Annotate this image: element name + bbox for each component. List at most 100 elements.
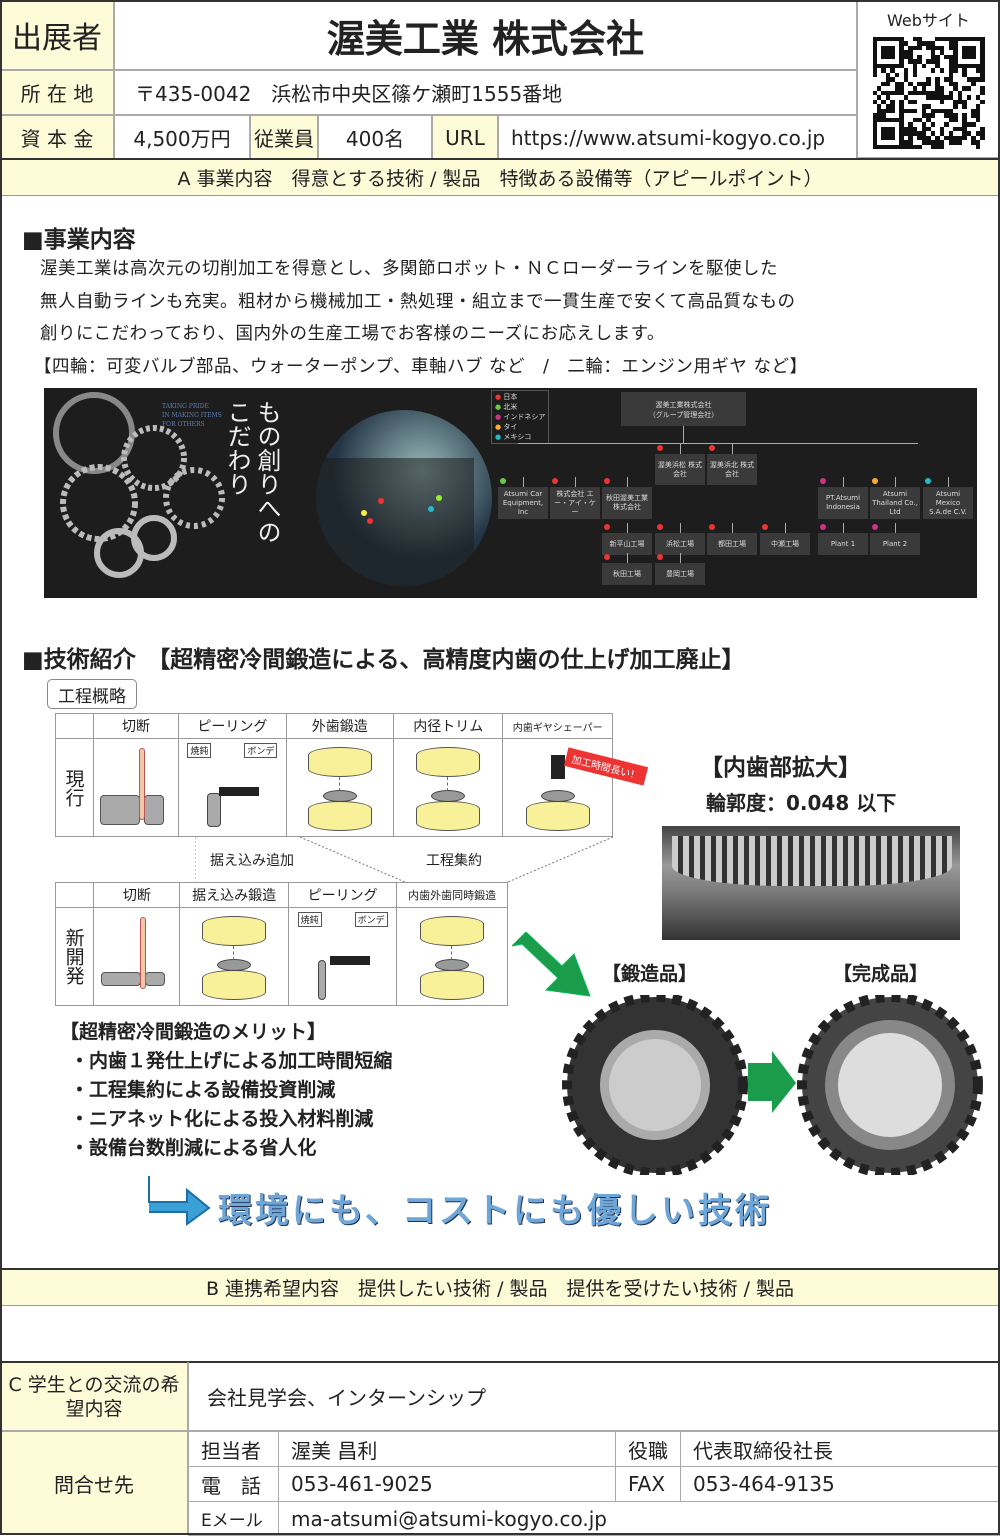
transition-lines	[195, 837, 614, 883]
url-link[interactable]: https://www.atsumi-kogyo.co.jp	[498, 115, 857, 160]
peeling-diagram: 焼鈍ボンデ	[297, 911, 388, 1002]
org-root-sub: （グループ管理会社）	[648, 411, 719, 419]
country-dot	[925, 478, 931, 484]
phone[interactable]: 053-461-9025	[278, 1466, 616, 1502]
step-header: 切断	[93, 882, 181, 908]
merit-item: ・設備台数削減による省人化	[70, 1137, 317, 1159]
org-box: 豊岡工場	[655, 563, 705, 585]
step-header: ピーリング	[178, 713, 287, 739]
org-box: Plant 2	[870, 533, 920, 555]
country-dot	[820, 524, 826, 530]
phone-label: 電 話	[188, 1466, 279, 1502]
new-process-table: 切断据え込み鍛造ピーリング内歯外歯同時鍛造 新開発 焼鈍ボンデ	[54, 882, 508, 1006]
capital-label: 資 本 金	[0, 115, 114, 160]
merit-list: 【超精密冷間鍛造のメリット】 ・内歯１発仕上げによる加工時間短縮 ・工程集約によ…	[60, 1018, 392, 1163]
section-b-title: B 連携希望内容 提供したい技術 / 製品 提供を受けたい技術 / 製品	[0, 1268, 1000, 1306]
qr-block: Webサイト	[857, 0, 1000, 158]
org-box: PT.Atsumi Indonesia	[818, 487, 868, 519]
business-line: 渥美工業は高次元の切削加工を得意とし、多関節ロボット・ＮＣローダーラインを駆使し…	[40, 259, 778, 279]
gear-parts-photo	[53, 392, 225, 578]
country-dot	[709, 524, 715, 530]
country-dot	[657, 554, 663, 560]
address-label: 所 在 地	[0, 70, 114, 115]
merit-title: 【超精密冷間鍛造のメリット】	[60, 1021, 327, 1043]
country-dot	[872, 478, 878, 484]
step-header: 内歯ギヤシェーパー	[502, 713, 613, 739]
turn-arrow-icon	[148, 1176, 211, 1226]
merit-item: ・ニアネット化による投入材料削減	[70, 1108, 374, 1130]
green-arrow-icon	[512, 932, 591, 997]
business-description: 渥美工業は高次元の切削加工を得意とし、多関節ロボット・ＮＣローダーラインを駆使し…	[34, 253, 807, 383]
company-banner: TAKING PRIDE IN MAKING ITEMS FOR OTHERS …	[44, 388, 977, 598]
finished-gear-image	[797, 995, 983, 1175]
cutting-diagram	[97, 912, 177, 1002]
person-label: 担当者	[188, 1431, 279, 1467]
org-box: 渥美浜北 株式会社	[707, 454, 757, 485]
simultaneous-forging-diagram	[417, 912, 487, 1002]
business-line: 無人自動ラインも充実。粗材から機械加工・熱処理・組立まで一貫生産で安くて高品質な…	[40, 291, 796, 312]
country-dot	[500, 478, 506, 484]
org-root: 渥美工業株式会社	[655, 401, 712, 409]
trim-die-diagram	[413, 743, 483, 833]
forging-die-diagram	[305, 743, 375, 833]
current-label: 現行	[55, 738, 94, 837]
org-box: 都田工場	[707, 533, 757, 555]
country-dot	[657, 445, 663, 451]
tech-heading: ■技術紹介 【超精密冷間鍛造による、高精度内歯の仕上げ加工廃止】	[22, 647, 745, 673]
org-box: 渥美浜松 株式会社	[655, 454, 705, 485]
country-dot	[604, 478, 610, 484]
tagline-en: TAKING PRIDE	[162, 403, 209, 410]
step-header: ピーリング	[287, 882, 398, 908]
cutting-diagram	[96, 743, 176, 833]
org-box: Atsumi Mexico S.A.de C.V.	[923, 487, 973, 519]
shaper-diagram	[523, 743, 593, 833]
country-dot	[762, 524, 768, 530]
org-box: 秋田渥美工業 株式会社	[602, 487, 652, 519]
forged-gear-image	[562, 995, 748, 1175]
tagline-en: IN MAKING ITEMS	[162, 412, 222, 419]
business-line: 【四輪：可変バルブ部品、ウォーターポンプ、車軸ハブ など / 二輪：エンジン用ギ…	[34, 356, 808, 377]
role-label: 役職	[615, 1431, 681, 1467]
org-chart: ● 日本● 北米● インドネシア● タイ● メキシコ 渥美工業株式会社 （グルー…	[488, 388, 977, 598]
legend-item: ● メキシコ	[495, 433, 532, 441]
legend-item: ● 北米	[495, 403, 518, 411]
business-line: 創りにこだわっており、国内外の生産工場でお客様のニーズにお応えします。	[40, 324, 665, 344]
person-name: 渥美 昌利	[278, 1431, 616, 1467]
email-link[interactable]: ma-atsumi@atsumi-kogyo.co.jp	[278, 1501, 1000, 1536]
section-a-title: A 事業内容 得意とする技術 / 製品 特徴ある設備等（アピールポイント）	[0, 158, 1000, 196]
section-c-content: 会社見学会、インターンシップ	[188, 1361, 1000, 1431]
slogan: 環境にも、コストにも優しい技術	[218, 1191, 772, 1231]
tagline-jp: もの創りへの	[253, 400, 281, 544]
process-overview-label: 工程概略	[47, 679, 137, 709]
upset-forging-diagram	[199, 912, 269, 1002]
current-process-table: 切断ピーリング外歯鍛造内径トリム内歯ギヤシェーパー 現行 焼鈍ボンデ 加工時間長…	[55, 713, 649, 837]
org-box: 株式会社 エー・アイ・ケー	[550, 487, 600, 519]
legend-item: ● タイ	[495, 423, 518, 431]
country-dot	[604, 554, 610, 560]
transition-upsetting: 据え込み追加	[210, 853, 294, 869]
org-box: Atsumi Car Equipment, Inc	[498, 487, 548, 519]
tagline-en: FOR OTHERS	[162, 421, 205, 428]
step-header: 内径トリム	[392, 713, 504, 739]
zoom-spec: 輪郭度：0.048 以下	[706, 791, 897, 815]
exhibitor-label: 出展者	[0, 0, 114, 70]
fax: 053-464-9135	[680, 1466, 1000, 1502]
org-box: 浜松工場	[655, 533, 705, 555]
qr-code-icon[interactable]	[872, 37, 985, 149]
step-header: 据え込み鍛造	[179, 882, 289, 908]
email-label: Eメール	[188, 1501, 279, 1536]
step-header: 内歯外歯同時鍛造	[396, 882, 508, 908]
url-label: URL	[432, 115, 498, 160]
country-dot	[820, 478, 826, 484]
tagline-jp: こだわり	[223, 400, 251, 496]
inner-gear-closeup-photo	[662, 826, 960, 940]
green-arrow-icon	[748, 1051, 796, 1113]
country-dot	[657, 524, 663, 530]
org-box: Atsumi Thailand Co., Ltd	[870, 487, 920, 519]
peeling-diagram: 焼鈍ボンデ	[187, 742, 278, 833]
globe-map-icon	[294, 410, 492, 598]
merit-item: ・内歯１発仕上げによる加工時間短縮	[70, 1050, 393, 1072]
new-label: 新開発	[54, 907, 95, 1006]
section-b-content	[0, 1306, 1000, 1362]
